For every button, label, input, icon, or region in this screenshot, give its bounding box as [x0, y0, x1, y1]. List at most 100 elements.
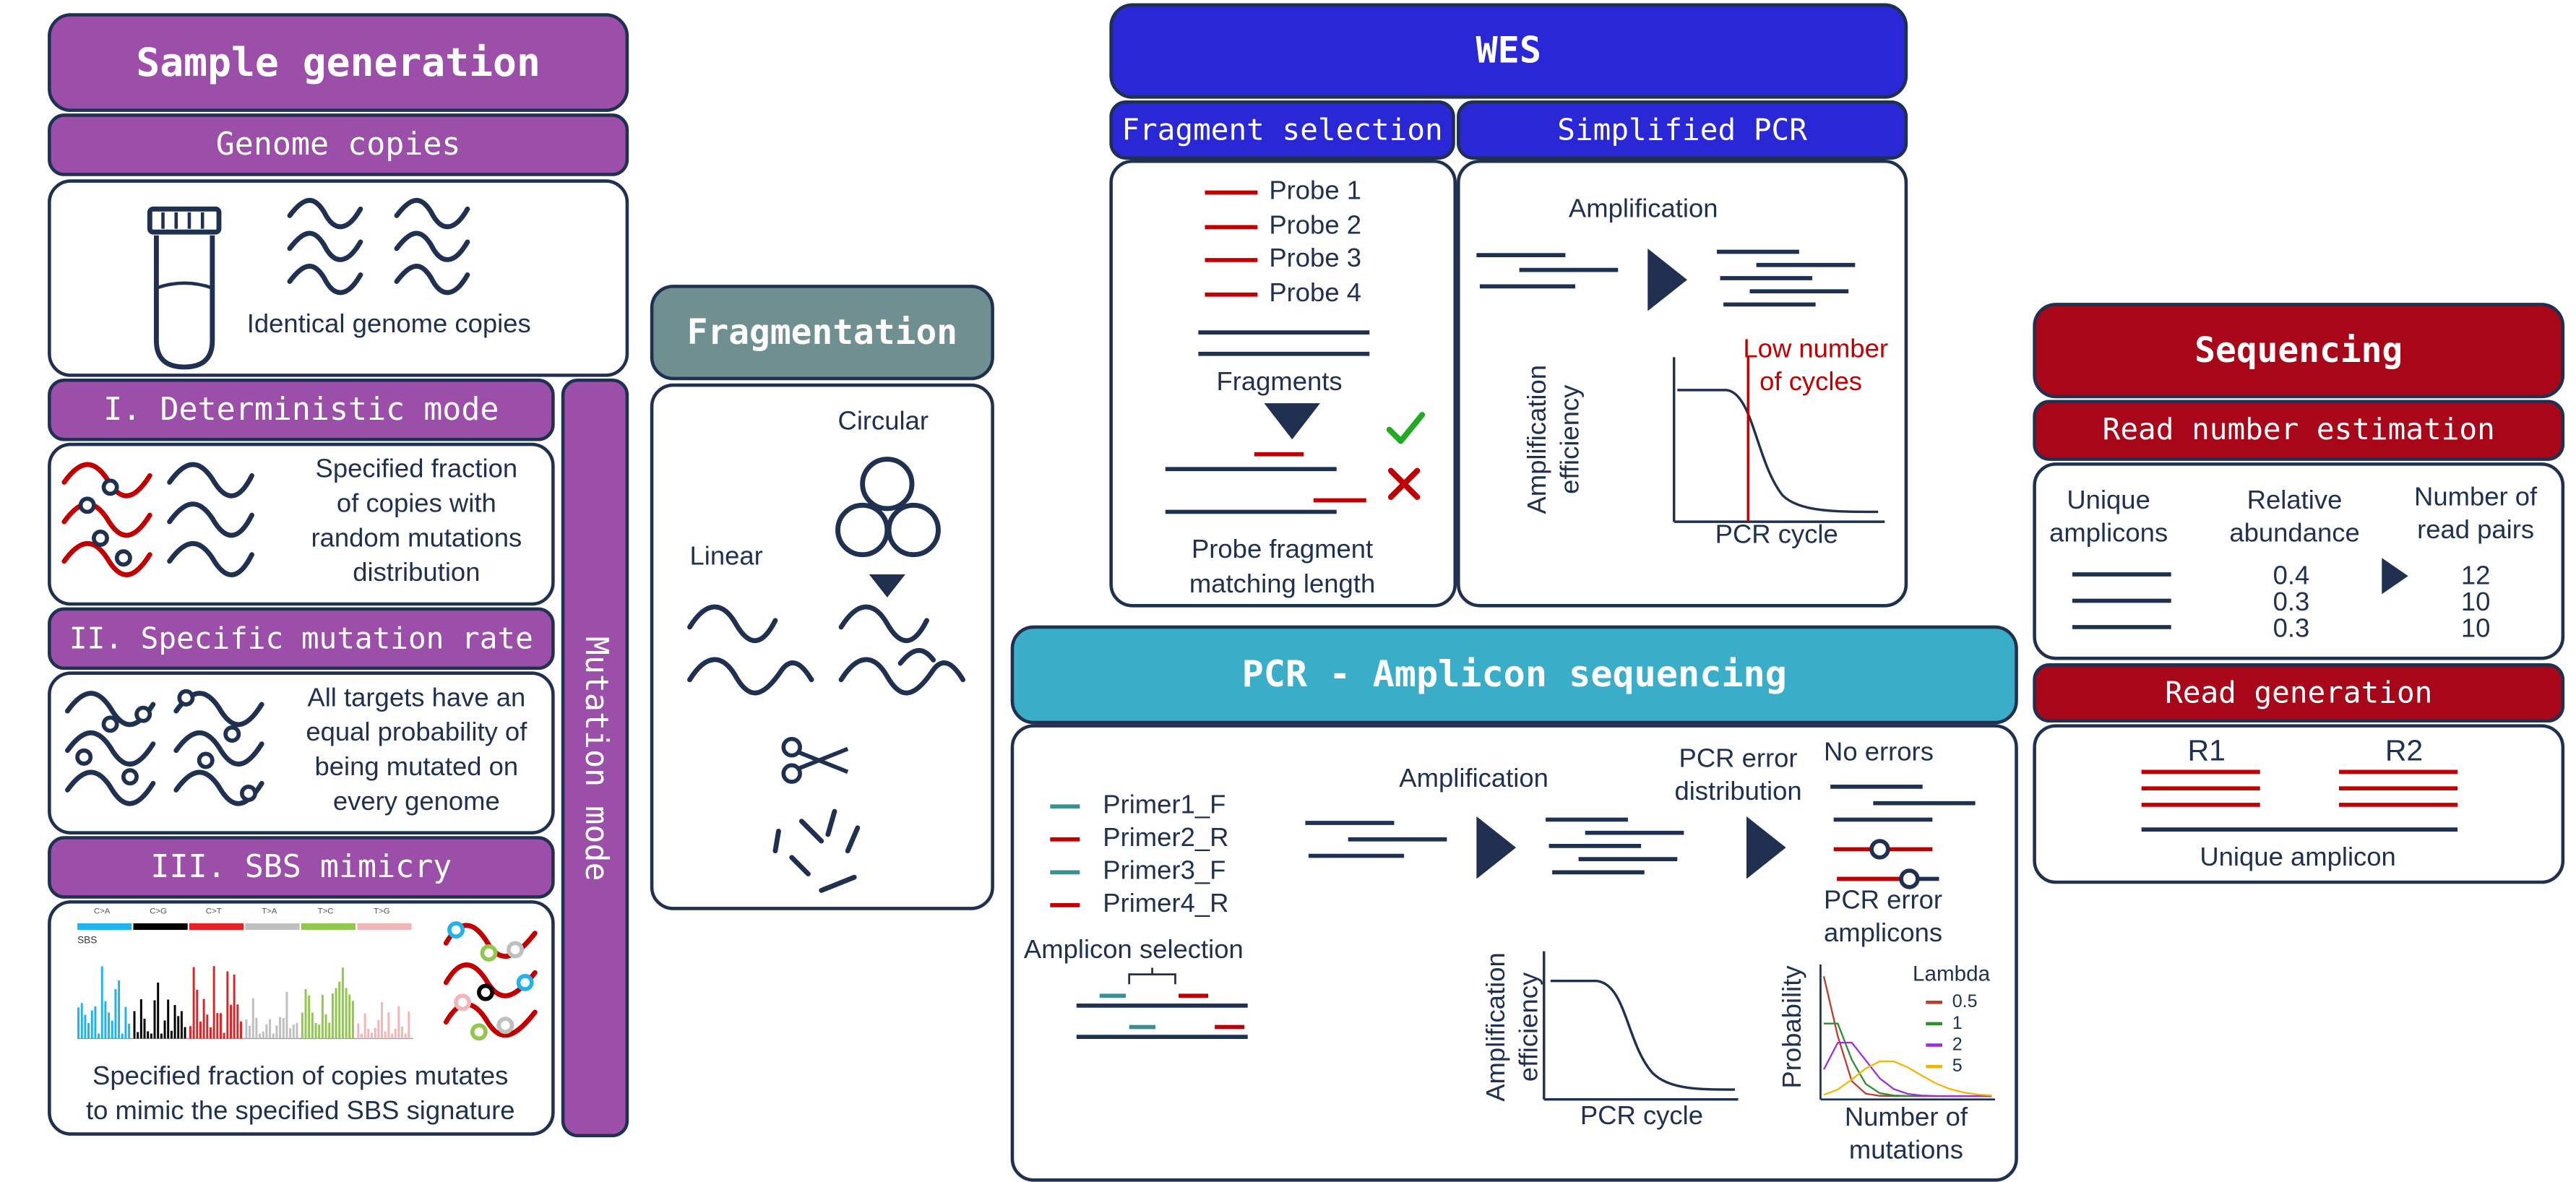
sbs-bar: [157, 982, 160, 1039]
poisson-plot: [1819, 964, 1995, 1101]
genome-copies-header: Genome copies: [48, 113, 629, 176]
deterministic-panel: Specified fraction of copies with random…: [48, 442, 555, 606]
wes-efficiency-plot: [1673, 357, 1885, 523]
sbs-bar: [394, 1028, 397, 1039]
sbs-bar: [259, 1033, 262, 1039]
prob-ylabel: Probability: [1779, 965, 1808, 1089]
error-amplicons-label-2: amplicons: [1824, 920, 1943, 949]
pcr-amplicon-panel: Primer1_F Primer2_R Primer3_F Primer4_R …: [1010, 724, 2018, 1182]
fragmentation-panel: Circular Linear: [650, 383, 994, 910]
sbs-bar: [324, 1014, 327, 1039]
sbs-bar: [377, 1019, 380, 1039]
sbs-bar: [163, 1020, 166, 1039]
unique-amplicon-lines: [2072, 572, 2171, 629]
col-unique-amplicons-2: amplicons: [2049, 519, 2168, 548]
lambda-value: 0.5: [1952, 991, 1978, 1011]
sbs-bar: [381, 1001, 383, 1039]
deterministic-desc-2: of copies with: [336, 490, 496, 519]
sbs-bar: [341, 967, 344, 1039]
sbs-bar: [272, 1033, 275, 1039]
sbs-bar: [173, 1005, 176, 1039]
sbs-bar: [143, 1018, 146, 1039]
sbs-bar: [328, 1022, 331, 1039]
abundance-3: 0.3: [2273, 615, 2310, 644]
probe-matching-diagram: [1165, 403, 1366, 514]
sbs-bar: [265, 1024, 268, 1039]
primer-4-label: Primer4_R: [1103, 890, 1229, 919]
lambda-swatch: [1926, 999, 1943, 1004]
sbs-bar: [177, 1016, 180, 1039]
sbs-bar: [367, 1028, 370, 1039]
lambda-legend-item: 0.5: [1926, 991, 1978, 1012]
simplified-pcr-header: Simplified PCR: [1457, 100, 1908, 160]
wes-xaxis-label: PCR cycle: [1715, 522, 1838, 550]
col-relative-abundance-2: abundance: [2229, 519, 2360, 548]
sbs-bar: [282, 1018, 285, 1039]
sbs-bar: [374, 1027, 376, 1039]
mutation-mode-label: Mutation mode: [577, 635, 613, 881]
sbs-bar: [391, 1033, 393, 1039]
fragments-label: Fragments: [1216, 368, 1343, 397]
sbs-category-label: T>C: [317, 907, 334, 917]
probe-lines: [1205, 190, 1258, 297]
primer-lines: [1050, 804, 1080, 907]
sbs-bar: [404, 1033, 407, 1039]
circular-dna-icon: [835, 457, 941, 598]
sbs-category-band: [301, 923, 356, 931]
sbs-bar: [133, 1011, 136, 1039]
sbs-bar: [202, 998, 205, 1039]
read-pairs-1: 12: [2460, 563, 2491, 591]
sbs-bar: [80, 1003, 83, 1039]
scissors-icon: [781, 736, 849, 784]
wes-amplification-label: Amplification: [1568, 196, 1718, 224]
sbs-bar: [98, 1033, 100, 1039]
sbs-bar: [363, 1013, 366, 1039]
sample-generation-header: Sample generation: [48, 13, 629, 112]
sbs-bar: [124, 1006, 127, 1039]
sbs-bar: [118, 980, 121, 1039]
primer-3-label: Primer3_F: [1103, 857, 1226, 886]
sbs-bar: [104, 1001, 107, 1039]
probe-matching-label-1: Probe fragment: [1191, 536, 1374, 565]
deterministic-desc-1: Specified fraction: [315, 456, 518, 484]
specific-mutation-rate-header: II. Specific mutation rate: [48, 607, 555, 670]
read-pairs-diagram: [2141, 769, 2458, 832]
read-number-panel: Unique amplicons Relative abundance Numb…: [2033, 462, 2565, 660]
genome-copies-waves: [287, 197, 470, 296]
circular-label: Circular: [837, 407, 929, 436]
mutated-targets-icon: [64, 689, 264, 806]
sbs-bar: [296, 1022, 298, 1039]
specific-desc-4: every genome: [332, 788, 500, 816]
sbs-bar: [348, 994, 351, 1039]
sbs-bar: [240, 1021, 242, 1039]
r1-label: R1: [2187, 733, 2226, 767]
pcr-efficiency-plot: [1543, 951, 1739, 1101]
sbs-bar: [153, 1000, 156, 1039]
probe-3-label: Probe 3: [1269, 245, 1362, 274]
wes-header: WES: [1109, 3, 1908, 99]
mutation-mode-bar: Mutation mode: [561, 378, 629, 1138]
sbs-bar: [275, 1025, 278, 1039]
sbs-bar: [351, 1001, 354, 1039]
no-errors-label: No errors: [1824, 738, 1934, 767]
sbs-bar: [338, 981, 341, 1039]
fragmentation-header: Fragmentation: [650, 285, 994, 381]
specific-desc-1: All targets have an: [307, 684, 526, 713]
sbs-bar: [84, 1014, 87, 1039]
sbs-bar: [77, 1007, 80, 1039]
poisson-curve: [1824, 1022, 1992, 1097]
sbs-bar: [357, 1023, 360, 1039]
sbs-bar: [230, 1004, 232, 1039]
deterministic-mode-header: I. Deterministic mode: [48, 378, 555, 441]
poisson-curve: [1823, 1060, 1992, 1097]
sbs-bar: [384, 1031, 387, 1039]
sbs-category-label: T>A: [262, 907, 277, 917]
sbs-bar: [321, 994, 324, 1039]
lambda-value: 2: [1952, 1034, 1963, 1055]
primer-1-label: Primer1_F: [1103, 791, 1226, 820]
sbs-bar: [311, 1012, 314, 1039]
sbs-caption-1: Specified fraction of copies mutates: [92, 1063, 509, 1092]
lambda-value: 5: [1952, 1056, 1963, 1076]
pcr-amplification-label: Amplification: [1399, 765, 1548, 793]
